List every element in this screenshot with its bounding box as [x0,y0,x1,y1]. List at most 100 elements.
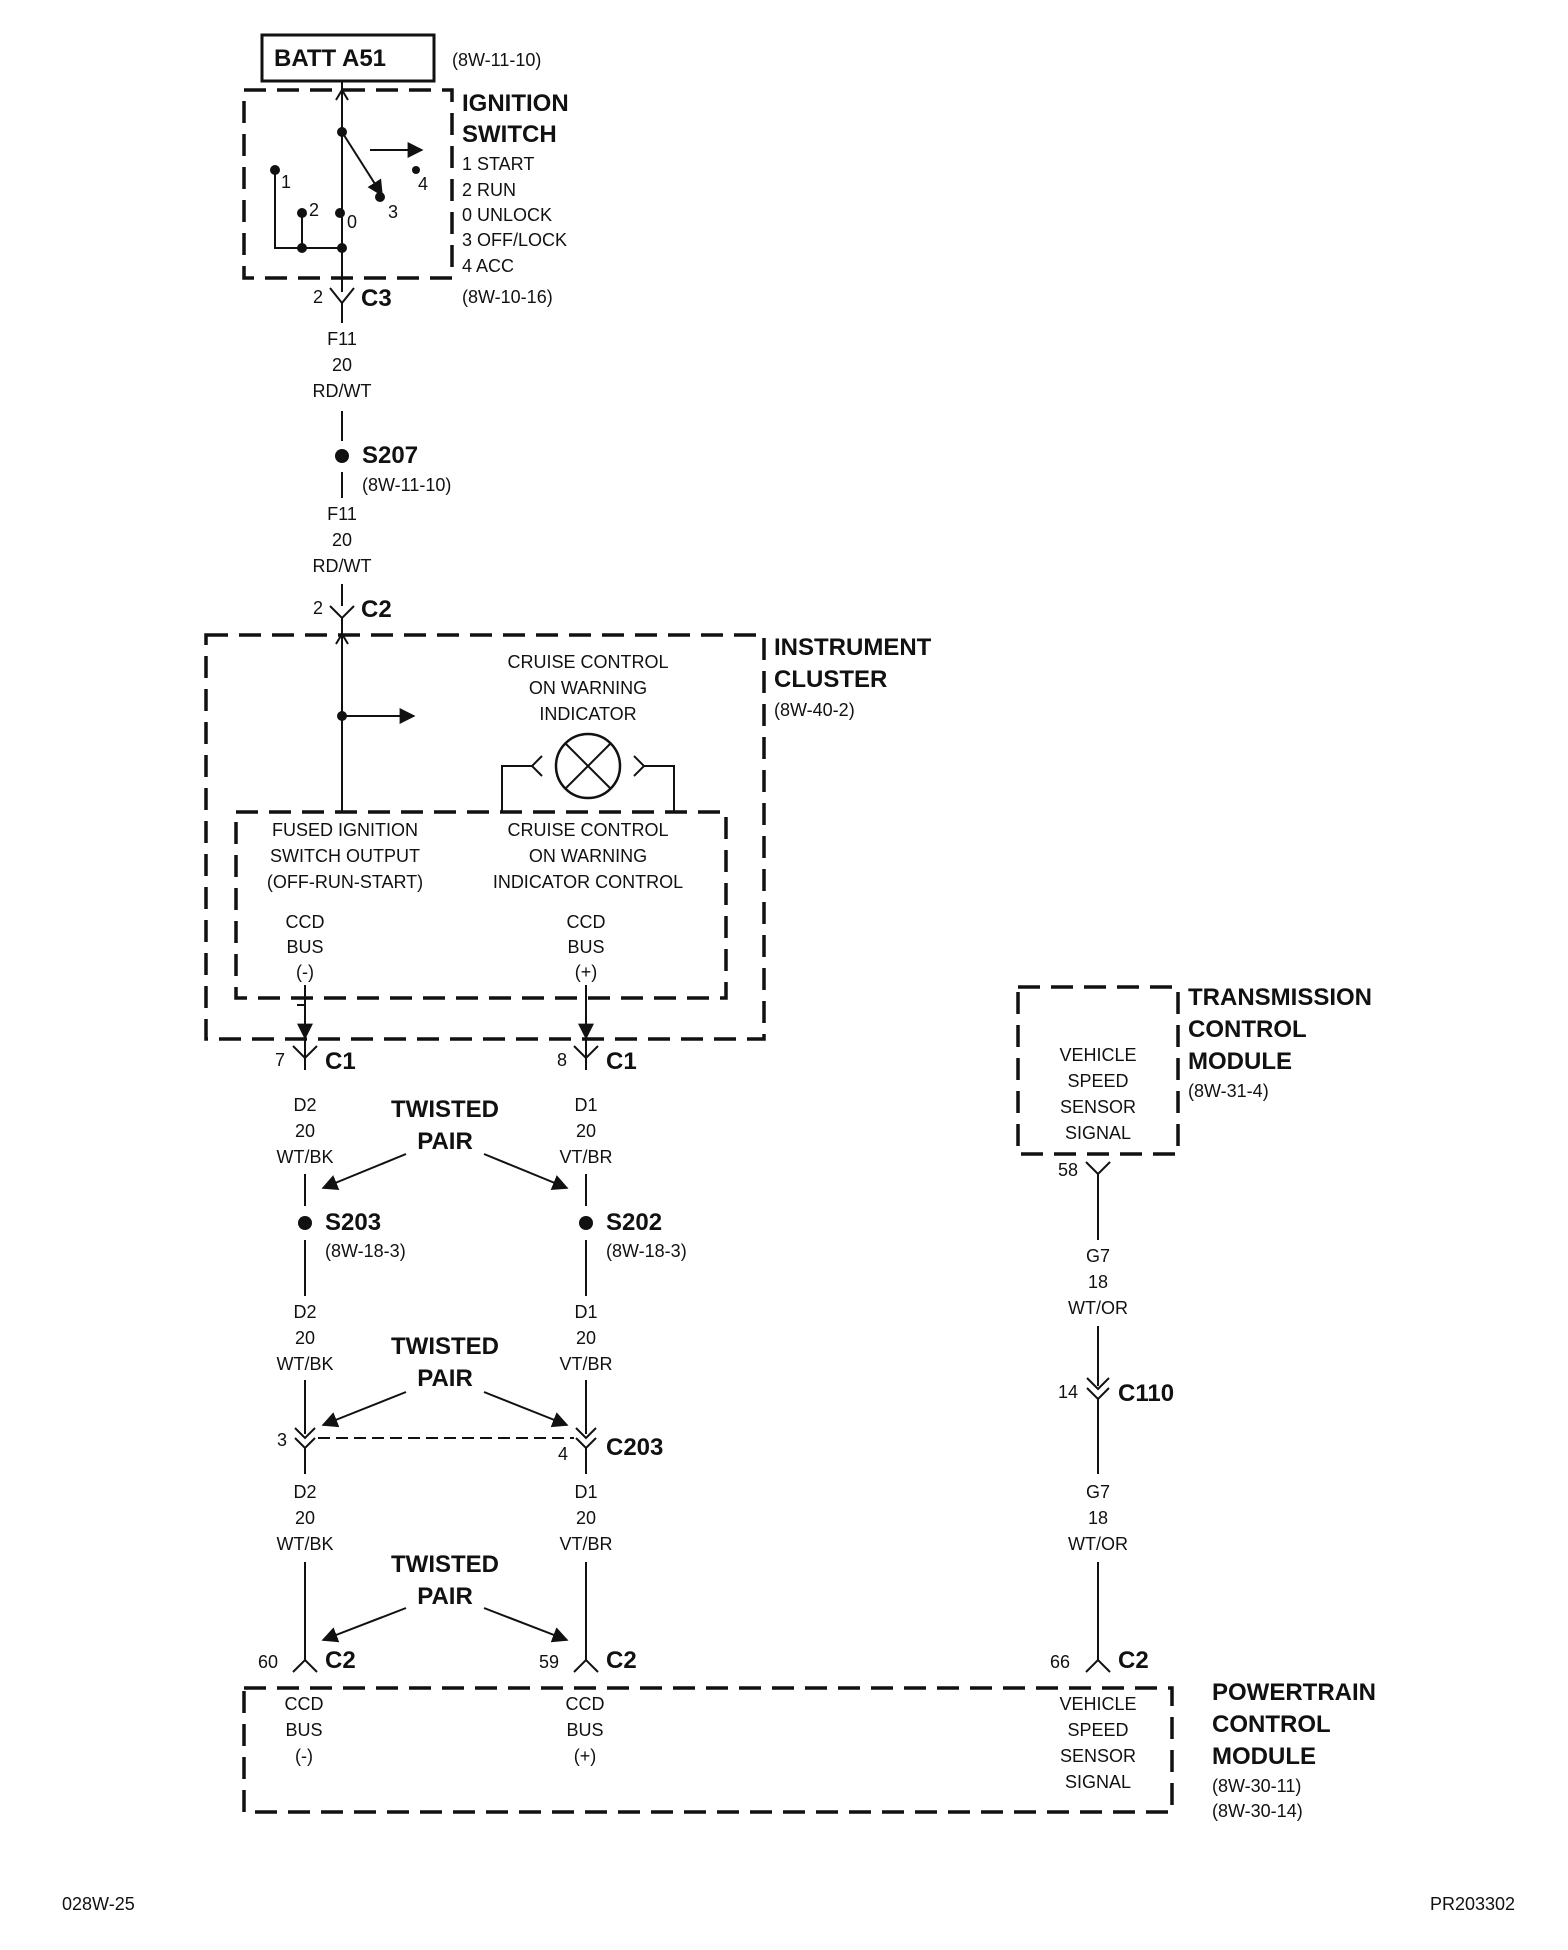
wire-d1-color: VT/BR [559,1354,612,1374]
splice-s202-dot [579,1216,593,1230]
ccd-minus-label: CCD [286,912,325,932]
wire-f11-color: RD/WT [313,381,372,401]
ignition-legend-item: 4 ACC [462,256,514,276]
indicator-label: CRUISE CONTROL [507,652,668,672]
connector-c1-left-label: C1 [325,1048,356,1075]
splice-s202-ref: (8W-18-3) [606,1241,687,1261]
pcm-ccd-plus-label: CCD [566,1694,605,1714]
wire-g7-gauge: 18 [1088,1508,1108,1528]
wire-d1-circuit: D1 [574,1482,597,1502]
tcm-title-3: MODULE [1188,1048,1292,1075]
wire-d2-gauge: 20 [295,1328,315,1348]
connector-pcm-60-pin: 60 [258,1652,278,1672]
indicator-label: INDICATOR [539,704,636,724]
wire-f11-color: RD/WT [313,556,372,576]
twisted-pair-arrow [321,1607,407,1643]
wire-g7-circuit: G7 [1086,1482,1110,1502]
ignition-legend-item: 3 OFF/LOCK [462,230,567,250]
wire-f11-circuit: F11 [327,504,357,524]
wire-f11-gauge: 20 [332,355,352,375]
ccd-plus-label: BUS [567,937,604,957]
ignition-legend-item: 2 RUN [462,180,516,200]
fused-output-label: FUSED IGNITION [272,820,418,840]
ccd-minus-label: BUS [286,937,323,957]
wire-f11-circuit: F11 [327,329,357,349]
connector-cluster-c2-label: C2 [361,596,392,623]
connector-pcm-66-pin: 66 [1050,1652,1070,1672]
pcm-vss-label: SPEED [1067,1720,1128,1740]
tcm-title-2: CONTROL [1188,1016,1307,1043]
tcm-signal-label: SENSOR [1060,1097,1136,1117]
wire-d1-color: VT/BR [559,1147,612,1167]
ccd-plus-label: (+) [575,962,598,982]
pcm-ccd-minus-label: (-) [295,1746,313,1766]
pcm-vss-label: VEHICLE [1059,1694,1136,1714]
ignition-legend-item: 0 UNLOCK [462,205,552,225]
connector-c203-pin-right: 4 [558,1444,568,1464]
instrument-cluster: CRUISE CONTROL ON WARNING INDICATOR FUSE… [204,618,766,1041]
tcm-signal-label: SIGNAL [1065,1123,1131,1143]
twisted-pair-arrow [321,1391,407,1428]
ccd-minus-label: (-) [296,962,314,982]
splice-s207-label: S207 [362,442,418,469]
switch-pos-0-label: 0 [347,212,357,232]
connector-c110-symbol [1086,1377,1110,1391]
connector-c1-right-label: C1 [606,1048,637,1075]
tcm-signal-label: SPEED [1067,1071,1128,1091]
fused-output-label: SWITCH OUTPUT [270,846,420,866]
tcm-title-1: TRANSMISSION [1188,984,1372,1011]
twisted-pair-label: PAIR [417,1365,473,1392]
ccd-plus-label: CCD [567,912,606,932]
battery-ref: (8W-11-10) [452,50,541,70]
wire-f11-gauge: 20 [332,530,352,550]
wire-d2-circuit: D2 [293,1302,316,1322]
wire-d1-gauge: 20 [576,1508,596,1528]
connector-cluster-c2-symbol [329,605,355,620]
splice-s203-ref: (8W-18-3) [325,1241,406,1261]
wire-g7-gauge: 18 [1088,1272,1108,1292]
connector-c203-label: C203 [606,1434,663,1461]
wire-d1-circuit: D1 [574,1302,597,1322]
instrument-cluster-ref: (8W-40-2) [774,700,855,720]
wire-d2-color: WT/BK [277,1354,334,1374]
connector-c203-symbol [294,1427,597,1450]
switch-pos-1-label: 1 [281,172,291,192]
cruise-indicator-lamp-icon [501,732,675,812]
wire-d1-gauge: 20 [576,1121,596,1141]
indicator-control-label: CRUISE CONTROL [507,820,668,840]
wire-d2-color: WT/BK [277,1147,334,1167]
twisted-pair-arrow [483,1607,569,1643]
splice-s203-dot [298,1216,312,1230]
ignition-legend-item: 1 START [462,154,534,174]
ignition-switch: 1 2 0 3 4 [242,81,454,292]
wire-d1-gauge: 20 [576,1328,596,1348]
connector-c203-pin-left: 3 [277,1430,287,1450]
indicator-control-label: ON WARNING [529,846,647,866]
connector-pcm-c2-label: C2 [606,1647,637,1674]
splice-s207-ref: (8W-11-10) [362,475,451,495]
pcm-ccd-plus-label: (+) [574,1746,597,1766]
connector-pcm-60-symbol [292,1658,318,1673]
twisted-pair-arrow [483,1391,569,1428]
connector-tcm-58-symbol [1085,1161,1111,1176]
ignition-switch-ref: (8W-10-16) [462,287,553,307]
pcm-vss-label: SENSOR [1060,1746,1136,1766]
indicator-control-label: INDICATOR CONTROL [493,872,683,892]
footer-figure-code: 028W-25 [62,1894,135,1914]
cluster-inner-module [234,810,728,1000]
twisted-pair-label: TWISTED [391,1096,499,1123]
powertrain-control-module: CCD BUS (-) CCD BUS (+) VEHICLE SPEED SE… [242,1686,1174,1814]
switch-pos-0-dot [335,208,345,218]
wire-d2-circuit: D2 [293,1095,316,1115]
splice-s202-label: S202 [606,1209,662,1236]
pcm-ccd-minus-label: BUS [285,1720,322,1740]
connector-c110-pin: 14 [1058,1382,1078,1402]
switch-pos-3-dot [375,192,385,202]
ignition-switch-title-1: IGNITION [462,90,569,117]
pcm-ccd-plus-label: BUS [566,1720,603,1740]
wire-d2-gauge: 20 [295,1508,315,1528]
pcm-ref: (8W-30-11) [1212,1776,1301,1796]
ignition-switch-title-2: SWITCH [462,121,557,148]
footer-ref-code: PR203302 [1430,1894,1515,1914]
